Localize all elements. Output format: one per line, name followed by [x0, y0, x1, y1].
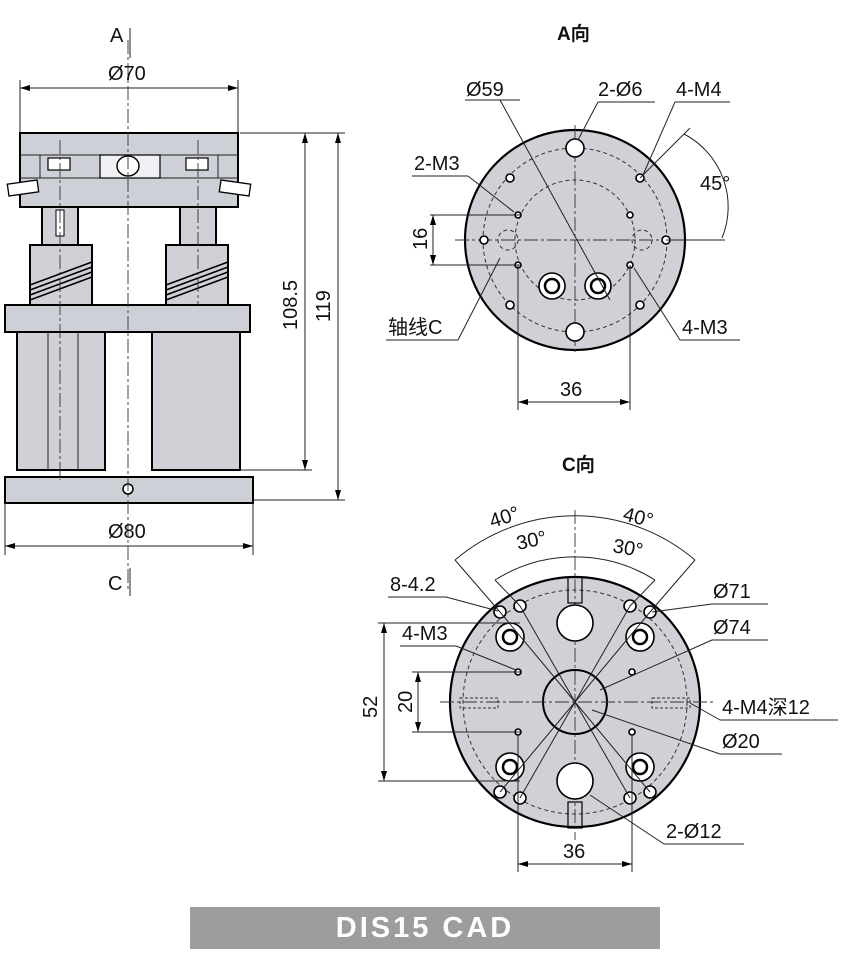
- label-4-m4: 4-M4: [676, 79, 722, 101]
- dim-52: 52: [360, 696, 382, 718]
- left-lower-body: [16, 331, 106, 471]
- label-40-right: 40°: [621, 504, 656, 533]
- side-view: Ø70 Ø80 108.5 119 A C: [4, 25, 345, 596]
- label-d74: Ø74: [713, 617, 751, 639]
- label-40-left: 40°: [487, 502, 523, 532]
- label-d59: Ø59: [466, 79, 504, 101]
- label-axis-c: 轴线C: [388, 316, 442, 339]
- dim-36-c: 36: [563, 841, 585, 863]
- label-4-m4-deep: 4-M4深12: [722, 696, 810, 719]
- dim-36-a: 36: [560, 379, 582, 401]
- dim-bottom-diameter: Ø80: [108, 521, 146, 543]
- view-c: C向: [360, 453, 838, 872]
- middle-plate: [4, 304, 251, 333]
- dim-height-outer: 119: [313, 290, 335, 322]
- label-2-m3: 2-M3: [414, 153, 460, 175]
- view-a: A向 Ø59 2-Ø6 4-M4 2-M3 轴线C 4-M3 45°: [386, 22, 740, 410]
- label-4-m3-c: 4-M3: [402, 623, 448, 645]
- dim-20: 20: [395, 691, 417, 713]
- view-mark-a: A: [110, 25, 124, 47]
- view-mark-c: C: [108, 573, 122, 595]
- dim-top-diameter: Ø70: [108, 63, 146, 85]
- view-a-title: A向: [557, 22, 590, 45]
- dim-height-inner: 108.5: [280, 280, 302, 330]
- label-45: 45°: [700, 173, 730, 195]
- label-30-right: 30°: [611, 535, 645, 562]
- title-banner: DIS15 CAD: [190, 907, 660, 949]
- label-30-left: 30°: [514, 527, 548, 555]
- dim-16: 16: [410, 228, 432, 250]
- label-4-m3: 4-M3: [682, 317, 728, 339]
- right-lower-body: [151, 331, 241, 471]
- label-2-d6: 2-Ø6: [598, 79, 642, 101]
- label-d71: Ø71: [713, 581, 751, 603]
- label-8-42: 8-4.2: [390, 574, 436, 596]
- view-c-title: C向: [562, 453, 595, 476]
- label-2-d12: 2-Ø12: [666, 821, 722, 843]
- label-d20: Ø20: [722, 731, 760, 753]
